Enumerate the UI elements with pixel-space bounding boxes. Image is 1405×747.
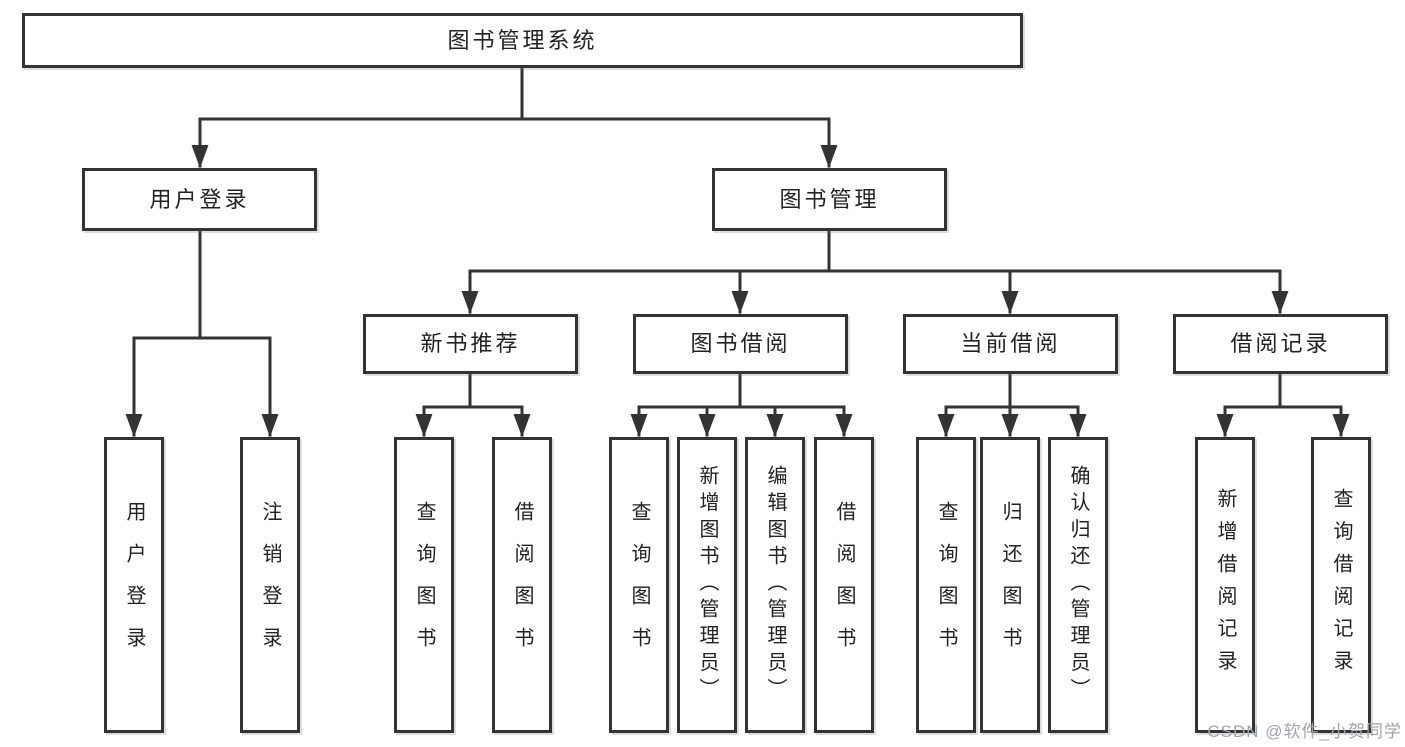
leaf-edit-book-admin: 编辑图书（管理员）	[745, 437, 805, 733]
leaf-label: 新增图书（管理员）	[696, 465, 718, 705]
arrowhead-icon	[937, 414, 955, 437]
leaf-label: 新增借阅记录	[1214, 487, 1236, 683]
node-label: 图书管理系统	[447, 27, 598, 53]
node-book-management: 图书管理	[712, 168, 947, 231]
arrowhead-icon	[125, 414, 143, 437]
node-label: 当前借阅	[960, 331, 1061, 356]
arrowhead-icon	[261, 414, 279, 437]
node-label: 借阅记录	[1230, 331, 1331, 356]
node-borrow-records: 借阅记录	[1173, 314, 1388, 374]
arrowhead-icon	[1332, 414, 1350, 437]
leaf-label: 借阅图书	[511, 501, 533, 669]
leaf-label: 确认归还（管理员）	[1067, 465, 1089, 705]
leaf-borrow-books: 借阅图书	[814, 437, 874, 733]
leaf-label: 归还图书	[999, 501, 1021, 669]
arrowhead-icon	[513, 414, 531, 437]
leaf-add-book-admin: 新增图书（管理员）	[677, 437, 737, 733]
leaf-query-books-current: 查询图书	[916, 437, 976, 733]
node-user-login: 用户登录	[82, 168, 317, 231]
arrowhead-icon	[835, 414, 853, 437]
leaf-add-borrow-record: 新增借阅记录	[1195, 437, 1255, 733]
arrowhead-icon	[415, 414, 433, 437]
leaf-label: 注销登录	[259, 501, 281, 669]
leaf-borrow-books-recommend: 借阅图书	[492, 437, 552, 733]
arrowhead-icon	[1001, 291, 1019, 314]
connector-lines	[132, 66, 1343, 437]
leaf-label: 查询图书	[413, 501, 435, 669]
arrowhead-icon	[191, 145, 209, 168]
leaf-label: 查询图书	[935, 501, 957, 669]
leaf-confirm-return-admin: 确认归还（管理员）	[1048, 437, 1108, 733]
leaf-return-book: 归还图书	[980, 437, 1040, 733]
leaf-logout: 注销登录	[240, 437, 300, 733]
arrowhead-icon	[766, 414, 784, 437]
node-label: 新书推荐	[420, 331, 521, 356]
arrowhead-icon	[461, 291, 479, 314]
arrowhead-icon	[731, 291, 749, 314]
leaf-label: 查询图书	[628, 501, 650, 669]
leaf-label: 查询借阅记录	[1330, 487, 1352, 683]
node-new-book-recommend: 新书推荐	[363, 314, 578, 374]
leaf-label: 借阅图书	[833, 501, 855, 669]
arrowhead-icon	[630, 414, 648, 437]
arrowhead-icon	[1001, 414, 1019, 437]
leaf-label: 用户登录	[123, 501, 145, 669]
arrowheads	[125, 145, 1350, 437]
leaf-query-borrow-record: 查询借阅记录	[1311, 437, 1371, 733]
node-current-borrow: 当前借阅	[903, 314, 1118, 374]
leaf-user-login: 用户登录	[104, 437, 164, 733]
arrowhead-icon	[1216, 414, 1234, 437]
node-book-borrow: 图书借阅	[633, 314, 848, 374]
node-label: 图书借阅	[690, 331, 791, 356]
arrowhead-icon	[820, 145, 838, 168]
arrowhead-icon	[698, 414, 716, 437]
node-label: 用户登录	[149, 186, 250, 212]
node-root: 图书管理系统	[22, 13, 1023, 68]
arrowhead-icon	[1271, 291, 1289, 314]
arrowhead-icon	[1069, 414, 1087, 437]
leaf-query-books-recommend: 查询图书	[394, 437, 454, 733]
leaf-label: 编辑图书（管理员）	[764, 465, 786, 705]
node-label: 图书管理	[779, 186, 880, 212]
watermark: CSDN @软件_小贺同学	[1207, 722, 1402, 741]
leaf-query-books-borrow: 查询图书	[609, 437, 669, 733]
